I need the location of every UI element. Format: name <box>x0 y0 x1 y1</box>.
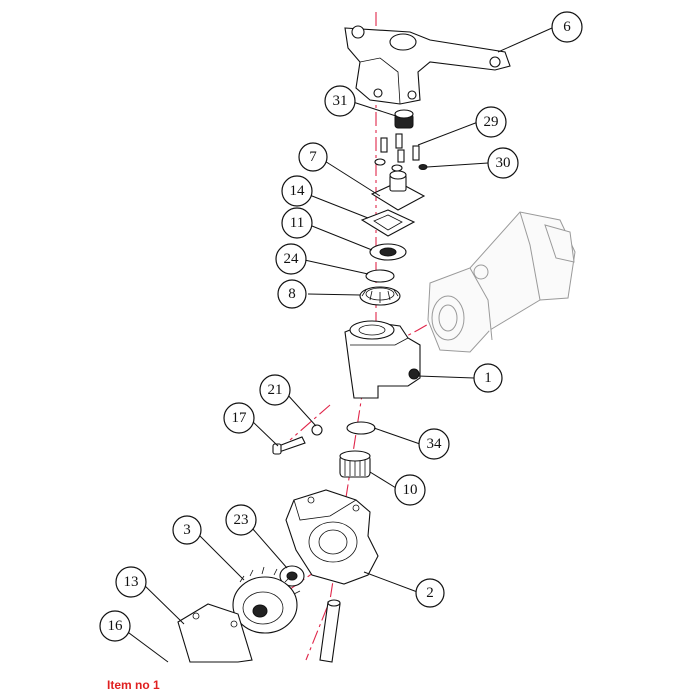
part-34-ring <box>346 421 376 435</box>
svg-text:14: 14 <box>290 183 306 199</box>
part-6-steering-arm <box>344 25 511 105</box>
callout-8: 8 <box>277 279 307 309</box>
part-14-gasket <box>360 209 416 237</box>
part-21-17-screw <box>272 424 323 455</box>
part-1-main-housing <box>344 320 421 399</box>
callout-13: 13 <box>115 566 147 598</box>
svg-text:21: 21 <box>268 382 283 398</box>
callout-14: 14 <box>281 175 313 207</box>
part-11-bearing <box>369 243 407 261</box>
svg-text:17: 17 <box>232 410 248 426</box>
callout-6: 6 <box>551 11 583 43</box>
svg-text:8: 8 <box>288 286 296 302</box>
output-shaft <box>319 599 341 663</box>
svg-text:3: 3 <box>183 522 191 538</box>
svg-text:34: 34 <box>427 436 443 452</box>
callout-11: 11 <box>281 207 313 239</box>
callout-16: 16 <box>99 610 131 642</box>
svg-text:7: 7 <box>309 149 317 165</box>
svg-text:29: 29 <box>484 114 499 130</box>
callout-23: 23 <box>225 504 257 536</box>
callout-34: 34 <box>418 428 450 460</box>
part-31-nut <box>394 109 414 129</box>
part-7-cover-plate <box>370 170 426 211</box>
fasteners-29-30 <box>374 133 428 172</box>
svg-text:11: 11 <box>290 215 304 231</box>
svg-text:31: 31 <box>333 93 348 109</box>
part-3-ring-gear <box>232 566 301 634</box>
svg-text:1: 1 <box>484 370 492 386</box>
svg-text:23: 23 <box>234 512 249 528</box>
callout-1: 1 <box>473 363 503 393</box>
callout-31: 31 <box>324 85 356 117</box>
svg-text:16: 16 <box>108 618 124 634</box>
part-13-cover <box>177 603 253 663</box>
svg-text:30: 30 <box>496 155 511 171</box>
part-24-ring <box>365 269 395 283</box>
callout-24: 24 <box>275 243 307 275</box>
part-8-bevel-gear <box>359 286 401 306</box>
callout-29: 29 <box>475 106 507 138</box>
callout-10: 10 <box>394 474 426 506</box>
part-2-lower-housing <box>285 489 379 585</box>
callout-7: 7 <box>298 142 328 172</box>
callout-bubbles: 6 31 29 30 7 14 11 24 8 1 21 17 34 10 3 … <box>99 11 583 642</box>
callout-2: 2 <box>415 578 445 608</box>
part-10-needle-bearing <box>339 450 371 478</box>
svg-text:13: 13 <box>124 574 139 590</box>
callout-3: 3 <box>172 515 202 545</box>
svg-text:10: 10 <box>403 482 418 498</box>
callout-30: 30 <box>487 147 519 179</box>
svg-text:6: 6 <box>563 19 571 35</box>
callout-17: 17 <box>223 402 255 434</box>
callout-21: 21 <box>259 374 291 406</box>
item-caption: Item no 1 <box>107 678 160 692</box>
svg-text:2: 2 <box>426 585 434 601</box>
gearbox-casing-outline <box>427 211 576 353</box>
svg-text:24: 24 <box>284 251 300 267</box>
